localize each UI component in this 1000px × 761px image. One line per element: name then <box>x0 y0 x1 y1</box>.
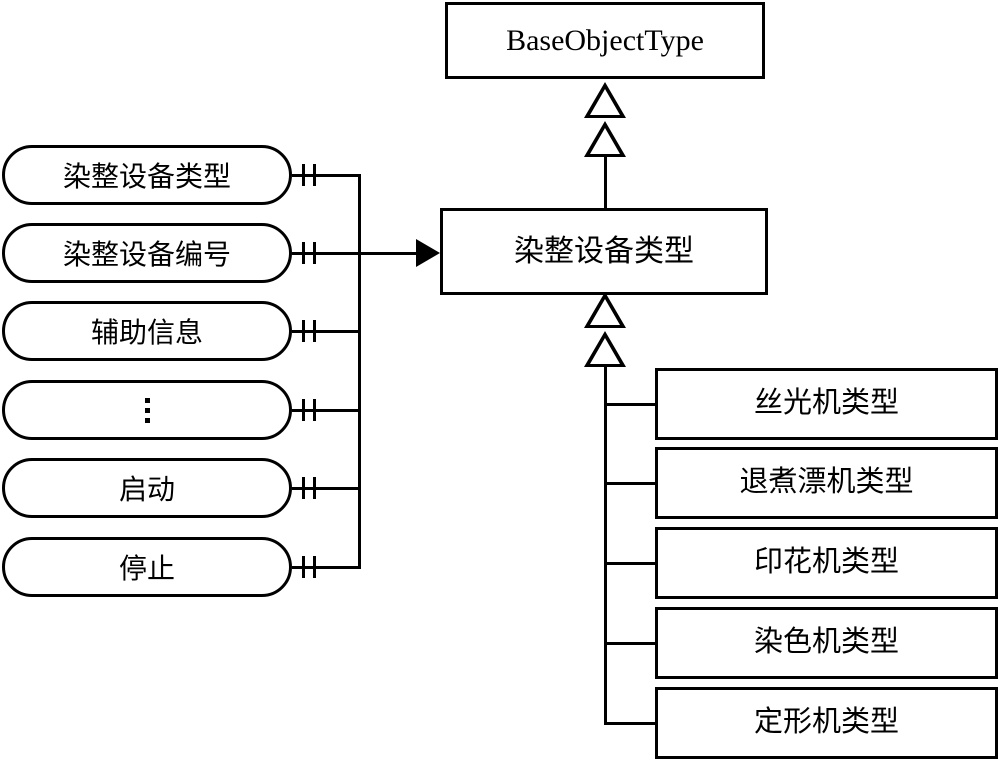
subclass-box-1-label: 退煮漂机类型 <box>739 466 914 499</box>
subclass-box-0-label: 丝光机类型 <box>753 387 899 420</box>
subclass-connector-1 <box>604 482 658 485</box>
vertical-ellipsis-icon <box>144 397 150 423</box>
member-tick-3b <box>313 399 316 421</box>
class-box-main-label: 染整设备类型 <box>514 235 694 268</box>
member-arrow-line <box>358 252 424 255</box>
member-pill-5-label: 停止 <box>118 554 175 585</box>
subclass-connector-4 <box>604 722 658 725</box>
member-tick-3a <box>302 399 305 421</box>
member-tick-5a <box>302 556 305 578</box>
member-connector-1 <box>292 252 361 255</box>
member-bus-line <box>358 174 361 569</box>
member-connector-0 <box>292 174 361 177</box>
member-pill-3[interactable] <box>2 380 292 440</box>
subclass-connector-3 <box>604 642 658 645</box>
member-pill-5[interactable]: 停止 <box>2 537 292 597</box>
generalization-triangle-base-lower <box>584 121 626 157</box>
member-connector-3 <box>292 409 361 412</box>
member-pill-2[interactable]: 辅助信息 <box>2 301 292 361</box>
class-box-baseobjecttype-label: BaseObjectType <box>506 24 704 57</box>
subclass-box-4-label: 定形机类型 <box>753 706 899 739</box>
subclass-box-3-label: 染色机类型 <box>753 626 899 659</box>
subclass-connector-0 <box>604 403 658 406</box>
generalization-triangle-base-upper <box>584 82 626 118</box>
subclass-box-4[interactable]: 定形机类型 <box>655 687 998 759</box>
subclass-box-3[interactable]: 染色机类型 <box>655 607 998 679</box>
member-pill-0-label: 染整设备类型 <box>62 162 231 193</box>
subclass-box-1[interactable]: 退煮漂机类型 <box>655 447 998 519</box>
member-pill-1-label: 染整设备编号 <box>62 240 231 271</box>
generalization-triangle-sub-lower <box>584 331 626 367</box>
member-tick-1a <box>302 242 305 264</box>
subclass-box-2[interactable]: 印花机类型 <box>655 527 998 599</box>
class-box-baseobjecttype[interactable]: BaseObjectType <box>445 2 765 79</box>
generalization-line-base <box>604 155 607 210</box>
subclass-connector-2 <box>604 562 658 565</box>
class-box-main[interactable]: 染整设备类型 <box>440 208 768 295</box>
member-pill-1[interactable]: 染整设备编号 <box>2 223 292 283</box>
member-tick-2a <box>302 320 305 342</box>
member-connector-5 <box>292 566 361 569</box>
member-tick-5b <box>313 556 316 578</box>
member-pill-0[interactable]: 染整设备类型 <box>2 145 292 205</box>
member-pill-4-label: 启动 <box>118 475 175 506</box>
subclass-box-0[interactable]: 丝光机类型 <box>655 368 998 440</box>
member-tick-0a <box>302 164 305 186</box>
member-arrowhead <box>416 239 440 267</box>
generalization-triangle-sub-upper <box>584 292 626 328</box>
member-tick-1b <box>313 242 316 264</box>
member-pill-4[interactable]: 启动 <box>2 458 292 518</box>
member-tick-2b <box>313 320 316 342</box>
member-tick-0b <box>313 164 316 186</box>
member-pill-2-label: 辅助信息 <box>90 318 203 349</box>
subclass-bus-line <box>604 366 607 724</box>
member-connector-2 <box>292 330 361 333</box>
member-tick-4a <box>302 477 305 499</box>
member-tick-4b <box>313 477 316 499</box>
subclass-box-2-label: 印花机类型 <box>753 546 899 579</box>
member-connector-4 <box>292 487 361 490</box>
